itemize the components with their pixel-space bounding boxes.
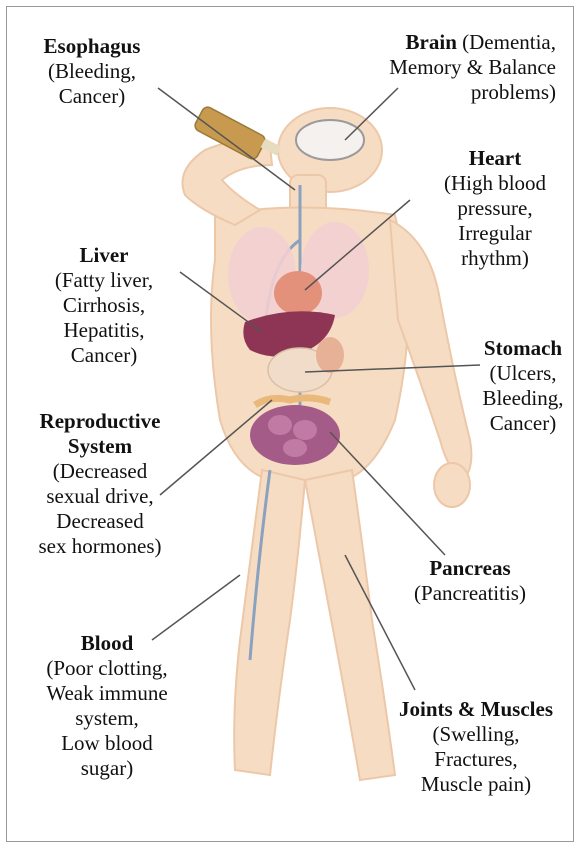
heart-organ bbox=[274, 271, 322, 315]
pancreas-desc: (Pancreatitis) bbox=[392, 581, 548, 606]
joints-title: Joints & Muscles bbox=[374, 697, 578, 722]
esophagus-desc: (Bleeding, Cancer) bbox=[28, 59, 156, 109]
reproductive-title: Reproductive System bbox=[12, 409, 188, 459]
brain-title: Brain bbox=[406, 30, 457, 54]
blood-desc: (Poor clotting, Weak immune system, Low … bbox=[24, 656, 190, 781]
pancreas-organ bbox=[316, 337, 344, 373]
reproductive-desc: (Decreased sexual drive, Decreased sex h… bbox=[12, 459, 188, 559]
left-leg bbox=[234, 470, 305, 775]
label-pancreas: Pancreas (Pancreatitis) bbox=[392, 556, 548, 606]
stomach-desc: (Ulcers, Bleeding, Cancer) bbox=[470, 361, 576, 436]
pancreas-title: Pancreas bbox=[392, 556, 548, 581]
label-reproductive: Reproductive System (Decreased sexual dr… bbox=[12, 409, 188, 559]
joints-desc: (Swelling, Fractures, Muscle pain) bbox=[374, 722, 578, 797]
brain-organ bbox=[296, 120, 364, 160]
label-esophagus: Esophagus (Bleeding, Cancer) bbox=[28, 34, 156, 109]
label-brain: Brain (Dementia, Memory & Balance proble… bbox=[326, 30, 556, 105]
liver-title: Liver bbox=[24, 243, 184, 268]
label-liver: Liver (Fatty liver, Cirrhosis, Hepatitis… bbox=[24, 243, 184, 368]
label-stomach: Stomach (Ulcers, Bleeding, Cancer) bbox=[470, 336, 576, 436]
esophagus-title: Esophagus bbox=[28, 34, 156, 59]
stomach-title: Stomach bbox=[470, 336, 576, 361]
hand bbox=[434, 463, 470, 507]
blood-title: Blood bbox=[24, 631, 190, 656]
liver-desc: (Fatty liver, Cirrhosis, Hepatitis, Canc… bbox=[24, 268, 184, 368]
heart-title: Heart bbox=[420, 146, 570, 171]
label-heart: Heart (High blood pressure, Irregular rh… bbox=[420, 146, 570, 271]
label-blood: Blood (Poor clotting, Weak immune system… bbox=[24, 631, 190, 781]
heart-desc: (High blood pressure, Irregular rhythm) bbox=[420, 171, 570, 271]
label-joints: Joints & Muscles (Swelling, Fractures, M… bbox=[374, 697, 578, 797]
